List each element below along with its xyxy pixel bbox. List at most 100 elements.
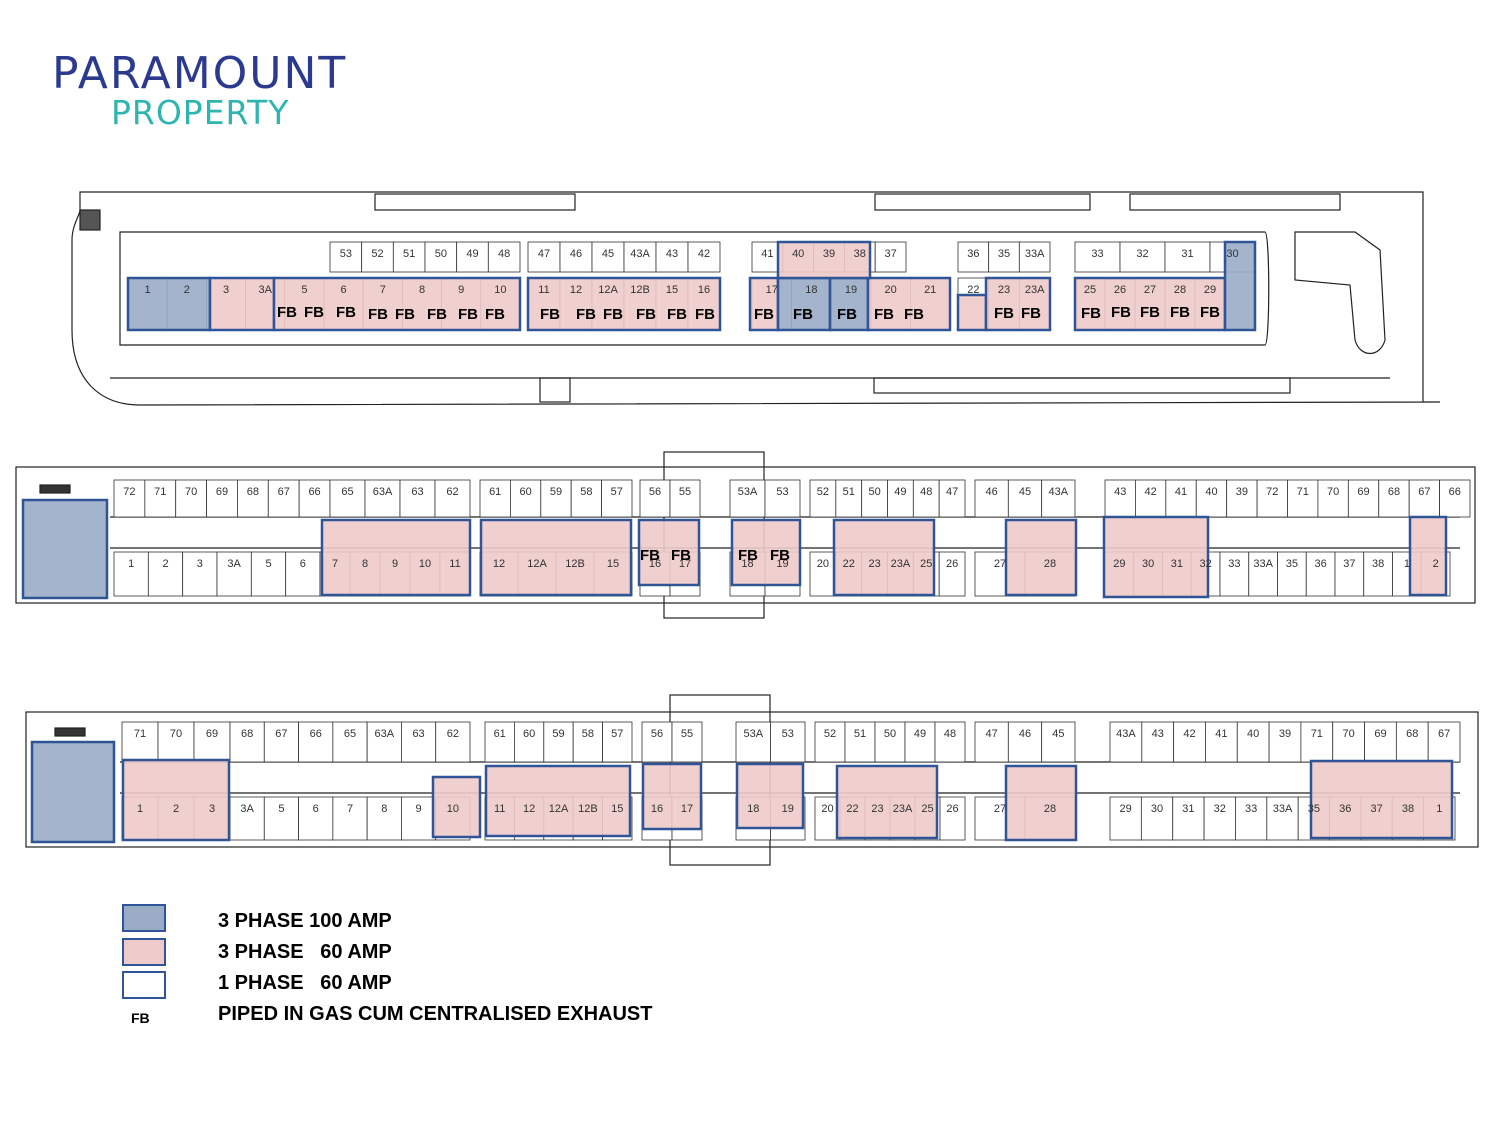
unit-number: 51 [403, 248, 415, 260]
fb-marker: FB [1081, 305, 1101, 322]
fb-marker: FB [1170, 304, 1190, 321]
unit-number: 59 [550, 486, 562, 498]
unit-cell [424, 241, 458, 273]
unit-number: 26 [946, 803, 958, 815]
unit-number: 68 [1388, 486, 1400, 498]
unit-number: 12B [565, 558, 585, 570]
unit-number: 66 [1449, 486, 1461, 498]
unit-cell [1195, 479, 1228, 518]
unit-cell [543, 721, 574, 763]
unit-number: 10 [447, 803, 459, 815]
unit-number: 20 [821, 803, 833, 815]
fb-marker: FB [874, 306, 894, 323]
unit-cell [1248, 551, 1278, 597]
unit-cell [298, 721, 334, 763]
unit-cell [1109, 721, 1143, 763]
unit-number: 20 [817, 558, 829, 570]
unit-number: 36 [967, 248, 979, 260]
unit-number: 62 [446, 486, 458, 498]
unit-number: 47 [538, 248, 550, 260]
unit-number: 30 [1151, 803, 1163, 815]
unit-number: 50 [868, 486, 880, 498]
fb-marker: FB [485, 306, 505, 323]
unit-number: 43A [1049, 486, 1069, 498]
unit-cell [237, 479, 269, 518]
unit-cell [735, 721, 771, 763]
unit-cell [1266, 796, 1299, 841]
unit-cell [121, 721, 159, 763]
zone-3phase-60amp [1073, 276, 1227, 332]
unit-number: 67 [278, 486, 290, 498]
unit-number: 48 [498, 248, 510, 260]
unit-cell [487, 241, 521, 273]
unit-number: 52 [817, 486, 829, 498]
zone-3phase-100amp [828, 276, 870, 332]
unit-number: 12A [549, 803, 569, 815]
unit-cell [1378, 479, 1410, 518]
unit-cell [401, 721, 437, 763]
zone-3phase-60amp [272, 276, 522, 332]
unit-cell [366, 796, 402, 841]
unit-number: 17 [681, 803, 693, 815]
unit-number: 65 [344, 728, 356, 740]
unit-cell [1287, 479, 1319, 518]
fb-marker: FB [458, 306, 478, 323]
unit-cell [601, 479, 633, 518]
unit-number: 51 [854, 728, 866, 740]
unit-number: 26 [946, 558, 958, 570]
unit-number: 1 [145, 284, 151, 296]
unit-number: 33 [1091, 248, 1103, 260]
zone-3phase-60amp [1309, 759, 1454, 840]
unit-cell [934, 721, 966, 763]
zone-3phase-60amp [776, 240, 872, 280]
unit-number: 56 [651, 728, 663, 740]
zones-layer [21, 240, 1454, 844]
zone-3phase-100amp [1223, 240, 1257, 332]
fb-marker: FB [576, 306, 596, 323]
unit-cell [1164, 241, 1211, 273]
unit-cell [435, 721, 471, 763]
unit-number: 43 [1152, 728, 1164, 740]
unit-number: 71 [134, 728, 146, 740]
legend-label-fb: PIPED IN GAS CUM CENTRALISED EXHAUST [218, 1003, 653, 1025]
unit-number: 25 [1084, 284, 1096, 296]
unit-number: 21 [924, 284, 936, 296]
unit-number: 8 [419, 284, 425, 296]
unit-cell [572, 721, 604, 763]
unit-cell [484, 721, 515, 763]
unit-cell [570, 479, 603, 518]
unit-number: 5 [301, 284, 307, 296]
zone-3phase-60amp [484, 764, 632, 838]
unit-number: 32 [1136, 248, 1148, 260]
unit-number: 53A [738, 486, 758, 498]
zone-3phase-100amp [126, 276, 212, 332]
unit-number: 17 [766, 284, 778, 296]
zone-3phase-100amp [21, 498, 109, 600]
zone-3phase-60amp [1408, 515, 1448, 597]
fb-marker: FB [754, 306, 774, 323]
fb-marker: FB [640, 547, 660, 564]
unit-number: 33A [1025, 248, 1045, 260]
unit-cell [1364, 721, 1397, 763]
unit-cell [1205, 721, 1238, 763]
unit-cell [329, 241, 363, 273]
unit-number: 7 [332, 558, 338, 570]
zone-3phase-60amp [835, 764, 939, 840]
unit-number: 3A [227, 558, 241, 570]
unit-number: 36 [1339, 803, 1351, 815]
unit-number: 22 [967, 284, 979, 296]
unit-cell [285, 551, 321, 597]
unit-cell [770, 721, 806, 763]
unit-number: 27 [1144, 284, 1156, 296]
fb-marker: FB [837, 306, 857, 323]
unit-cell [298, 479, 331, 518]
unit-number: 15 [611, 803, 623, 815]
unit-number: 65 [341, 486, 353, 498]
unit-number: 58 [582, 728, 594, 740]
unit-cell [809, 479, 837, 518]
unit-number: 60 [523, 728, 535, 740]
unit-number: 63A [374, 728, 394, 740]
unit-cell [1305, 551, 1336, 597]
logo-paramount: PARAMOUNT [52, 48, 348, 99]
unit-number: 48 [944, 728, 956, 740]
